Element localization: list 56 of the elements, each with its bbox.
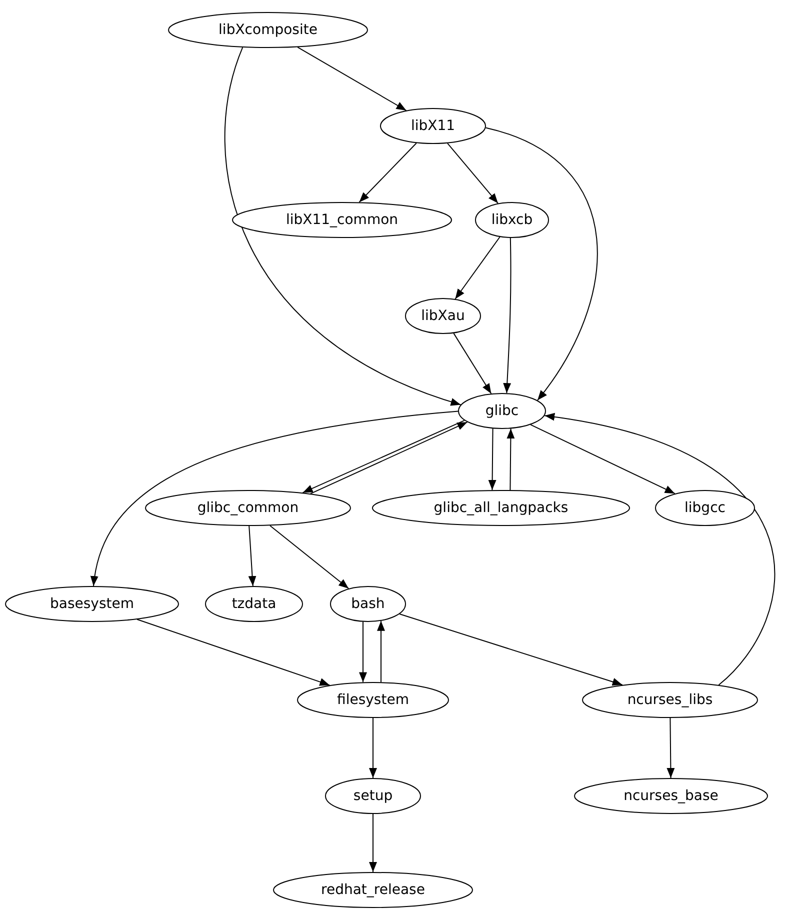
package-name: libXau [421,308,465,324]
dependency-arrow [544,413,775,686]
dependency-arrow [91,410,458,586]
package-ellipse [168,12,368,48]
package-ellipse [372,490,630,526]
package-ellipse [205,586,303,622]
package-name: libgcc [684,500,726,516]
package-name: ncurses_libs [627,692,713,708]
package-name: glibc_all_langpacks [434,500,568,516]
package-ellipse [380,108,486,144]
dependency-arrow [485,127,598,401]
package-name: ncurses_base [624,788,718,804]
dependency-arrow [224,46,462,406]
package-ellipse [475,202,549,238]
dependency-arrow [248,526,256,586]
package-ellipse [232,202,452,238]
package-name: tzdata [232,596,276,612]
dependency-arrow [530,424,676,494]
package-name: filesystem [337,692,409,708]
package-ellipse [655,490,755,526]
package-name: libX11 [410,118,456,134]
dependency-arrow [399,614,623,686]
dependency-arrow [488,428,496,490]
package-name: redhat_release [321,882,425,898]
package-ellipse [330,586,406,622]
dependency-arrow [503,238,512,394]
package-name: libxcb [491,212,533,228]
package-ellipse [5,586,179,622]
package-ellipse [145,490,351,526]
dependency-arrow [666,718,675,778]
package-ellipse [458,393,546,429]
dependency-arrow [297,46,407,111]
dependency-arrow [369,718,377,778]
package-ellipse [405,298,481,334]
package-name: glibc_common [197,500,299,516]
dependency-arrow [454,236,500,300]
package-ellipse [582,682,758,718]
package-name: libX11_common [286,212,398,228]
package-name: setup [353,788,393,804]
package-name: bash [351,596,385,612]
dependency-arrow [136,618,330,686]
dependency-arrow [447,142,498,204]
package-ellipse [325,778,421,814]
package-ellipse [574,778,768,814]
package-name: basesystem [50,596,134,612]
dependency-arrow [359,621,367,683]
package-ellipse [297,682,449,718]
dependency-arrow [506,428,515,490]
dependency-arrow [377,620,385,683]
dependency-arrow [270,525,350,589]
package-name: glibc [485,403,519,419]
package-name: libXcomposite [218,22,318,38]
dependency-arrow [358,142,417,203]
dependency-arrow [369,814,377,872]
dependency-arrow [453,332,492,394]
package-ellipse [273,872,473,908]
